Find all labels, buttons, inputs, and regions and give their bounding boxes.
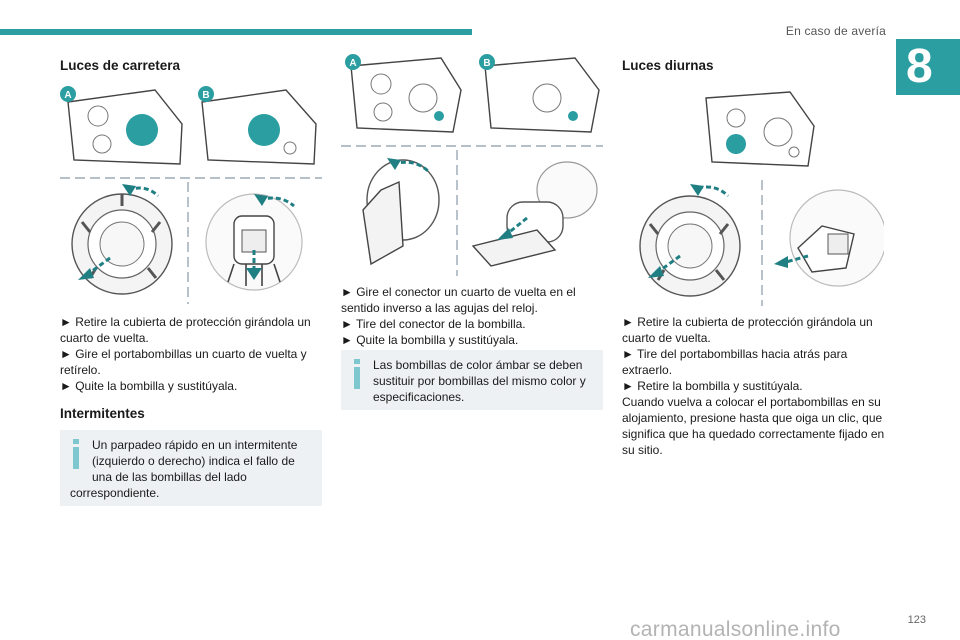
section-heading-high-beam: Luces de carretera — [60, 58, 181, 73]
badge-a — [345, 54, 361, 70]
instructions-indicators: ► Gire el conector un cuarto de vuelta e… — [341, 284, 603, 348]
figure-indicators: A B — [341, 50, 603, 276]
step-text: ► Retire la cubierta de protección girán… — [60, 315, 311, 345]
indicator-bulb-a — [434, 111, 444, 121]
svg-text:B: B — [202, 90, 209, 101]
step-text: ► Quite la bombilla y sustitúyala. — [341, 333, 519, 347]
page-number: 123 — [907, 614, 926, 626]
badge-b — [198, 86, 214, 102]
step-text: ► Gire el conector un cuarto de vuelta e… — [341, 285, 576, 315]
info-note-indicators: Un parpadeo rápido en un intermitente (i… — [60, 430, 322, 506]
info-note-amber-bulbs: Las bombillas de color ámbar se deben su… — [341, 350, 603, 410]
info-note-text: Un parpadeo rápido en un intermitente (i… — [70, 438, 298, 500]
watermark: carmanualsonline.info — [630, 618, 841, 640]
daytime-lights-illustration — [639, 91, 884, 306]
step-text: ► Tire del conector de la bombilla. — [341, 317, 526, 331]
indicator-bulb-b — [568, 111, 578, 121]
info-icon — [353, 359, 361, 389]
instructions-daytime-lights: ► Retire la cubierta de protección girán… — [622, 314, 892, 458]
header-accent-bar — [0, 29, 472, 35]
info-icon — [72, 439, 80, 469]
figure-daytime-lights — [632, 88, 884, 306]
headlamp-a-outline — [350, 57, 462, 133]
info-note-text: Las bombillas de color ámbar se deben su… — [373, 358, 586, 404]
step-text: ► Retire la cubierta de protección girán… — [622, 315, 873, 345]
pull-arrow-icon — [506, 216, 528, 236]
high-beam-bulb-b — [248, 114, 280, 146]
figure-high-beam: A B — [60, 82, 322, 304]
step-text: ► Tire del portabombillas hacia atrás pa… — [622, 347, 848, 377]
high-beam-bulb-a — [126, 114, 158, 146]
step-text: ► Retire la bombilla y sustitúyala. — [622, 379, 803, 393]
step-text: ► Gire el portabombillas un cuarto de vu… — [60, 347, 307, 377]
svg-text:A: A — [64, 90, 71, 101]
indicator-illustration: A B — [341, 54, 603, 276]
section-heading-daytime-lights: Luces diurnas — [622, 58, 714, 73]
high-beam-illustration: A B — [60, 86, 322, 304]
svg-text:B: B — [483, 58, 490, 69]
svg-text:A: A — [349, 58, 356, 69]
pull-arrow-icon — [87, 256, 111, 276]
step-text: Cuando vuelva a colocar el portabombilla… — [622, 395, 885, 457]
pull-out-arrow-icon — [785, 254, 809, 264]
pull-arrow-icon — [657, 254, 681, 274]
instructions-high-beam: ► Retire la cubierta de protección girán… — [60, 314, 322, 394]
badge-a — [60, 86, 76, 102]
section-heading-indicators: Intermitentes — [60, 406, 145, 421]
section-title: En caso de avería — [785, 24, 886, 38]
headlamp-a-outline — [67, 89, 183, 165]
badge-b — [479, 54, 495, 70]
chapter-number: 8 — [896, 39, 960, 95]
step-text: ► Quite la bombilla y sustitúyala. — [60, 379, 238, 393]
daytime-light-bulb — [726, 134, 746, 154]
